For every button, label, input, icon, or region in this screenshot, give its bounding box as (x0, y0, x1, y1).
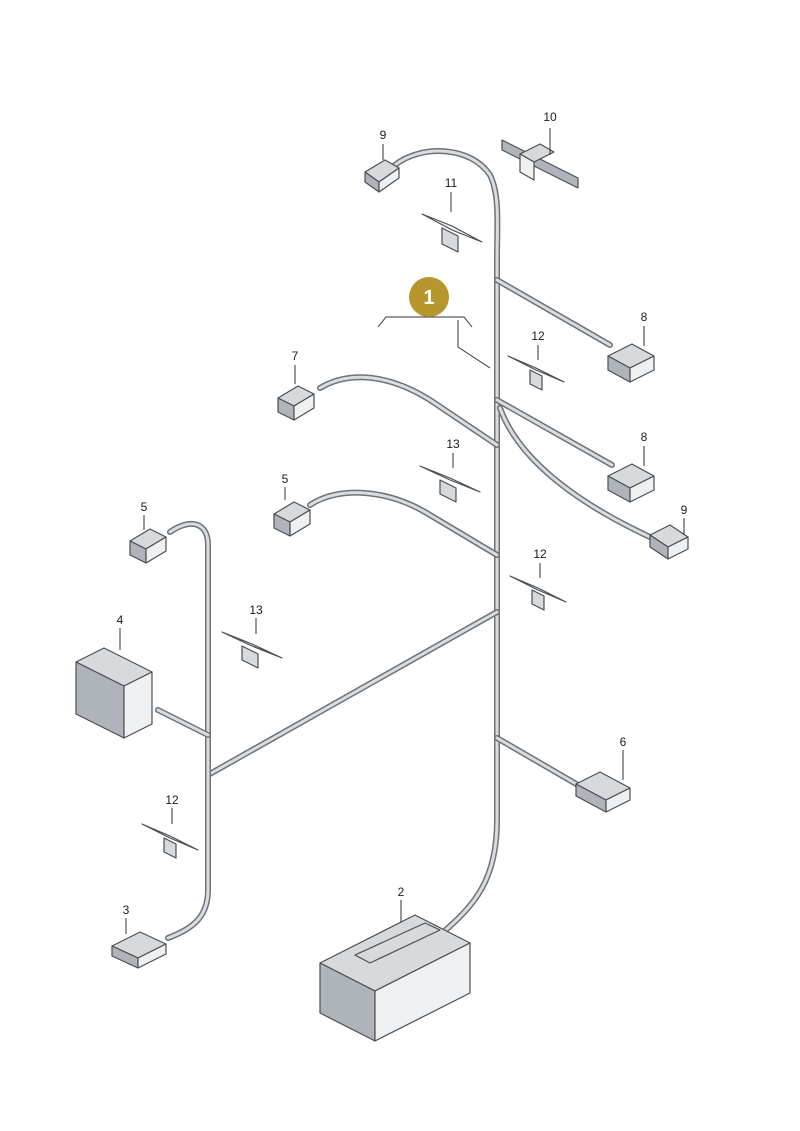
connector-5-left (129, 528, 167, 564)
callout-8-lower: 8 (641, 430, 648, 444)
callout-8-top: 8 (641, 310, 648, 324)
connector-7 (277, 385, 315, 421)
clip-12-lower (141, 823, 199, 859)
callout-9-right: 9 (681, 503, 688, 517)
badge-circle (409, 277, 449, 317)
connector-8-top (607, 343, 655, 383)
callout-11: 11 (445, 176, 458, 190)
callouts: 10 9 11 8 12 7 8 13 5 9 5 12 13 4 6 12 2 (117, 110, 688, 934)
assembly-badge: 1 (377, 277, 491, 369)
connector-8-lower (607, 463, 655, 503)
connector-5-center (273, 501, 311, 537)
connector-3 (111, 931, 167, 969)
bracket-10 (501, 139, 579, 189)
callout-13-upper: 13 (446, 437, 460, 451)
module-4 (75, 647, 153, 739)
callout-6: 6 (620, 735, 627, 749)
callout-4: 4 (117, 613, 124, 627)
callout-7: 7 (292, 349, 299, 363)
callout-13-lower: 13 (249, 603, 263, 617)
clip-13-lower (221, 631, 283, 669)
callout-12-mid: 12 (533, 547, 547, 561)
callout-3: 3 (123, 903, 130, 917)
callout-2: 2 (398, 885, 405, 899)
connector-6 (575, 771, 631, 813)
clip-12-top (507, 355, 565, 391)
callout-12-lower: 12 (165, 793, 179, 807)
callout-5-left: 5 (141, 500, 148, 514)
callout-10: 10 (543, 110, 557, 124)
clip-12-mid (509, 575, 567, 611)
wire-harness (155, 148, 653, 941)
connector-9-right (649, 524, 689, 560)
connector-9-top (364, 159, 400, 193)
callout-9-top: 9 (380, 128, 387, 142)
callout-12-top: 12 (531, 329, 545, 343)
callout-5-center: 5 (282, 472, 289, 486)
connector-2 (319, 914, 471, 1042)
clip-13-upper (419, 465, 481, 503)
badge-number: 1 (423, 287, 434, 309)
clip-11 (421, 213, 483, 253)
